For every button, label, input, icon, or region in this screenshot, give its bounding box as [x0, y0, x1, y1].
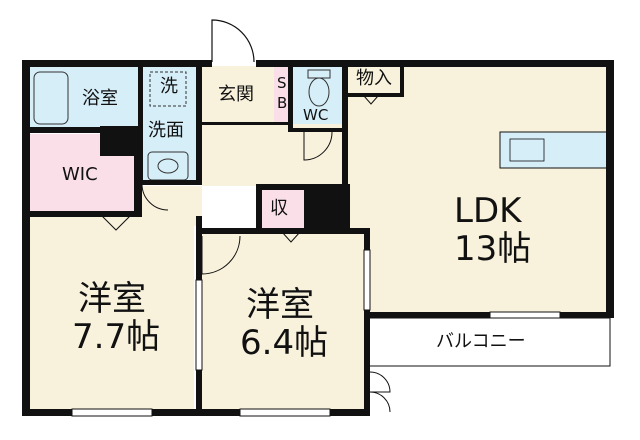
- laundry-area: [142, 66, 200, 118]
- entrance-area: [202, 66, 274, 124]
- washbasin-bowl: [157, 158, 179, 174]
- toilet-label: WC: [303, 106, 329, 124]
- shoe-box-label-b: B: [277, 94, 288, 112]
- western-room-1-area: 7.7帖: [72, 317, 161, 357]
- wic-label: WIC: [62, 164, 98, 185]
- washbasin: [147, 151, 189, 181]
- entrance-door-swing: [211, 19, 255, 63]
- bathtub: [33, 71, 69, 125]
- corridor-lower: [140, 186, 202, 226]
- laundry-label: 洗: [160, 76, 178, 97]
- western-room-2-area: 6.4帖: [240, 323, 329, 363]
- western-room-2-label: 洋室: [246, 285, 314, 325]
- entrance-label: 玄関: [218, 84, 254, 105]
- ldk-label: LDK: [454, 191, 522, 231]
- toilet-bowl: [308, 77, 330, 107]
- shoe-box-label-s: S: [277, 74, 287, 92]
- walls: [22, 60, 614, 416]
- storage-label: 物入: [356, 68, 392, 89]
- kitchen-sink: [509, 138, 545, 162]
- balcony-label: バルコニー: [436, 331, 526, 352]
- closet-room: [260, 186, 304, 230]
- western-room-2: [202, 230, 368, 410]
- hallway: [202, 124, 348, 186]
- western-room-1: [28, 216, 194, 410]
- door-swings: [101, 95, 391, 413]
- washroom-label: 洗面: [148, 120, 184, 141]
- closet-label: 収: [270, 198, 288, 219]
- laundry-pan: [149, 71, 187, 107]
- ldk-room: [348, 66, 610, 316]
- bath-label: 浴室: [82, 88, 118, 109]
- windows: [71, 249, 561, 417]
- toilet-room: [292, 66, 346, 130]
- shoe-box: [274, 66, 292, 124]
- western-room-1-label: 洋室: [78, 279, 146, 319]
- ldk-area: 13帖: [454, 229, 532, 269]
